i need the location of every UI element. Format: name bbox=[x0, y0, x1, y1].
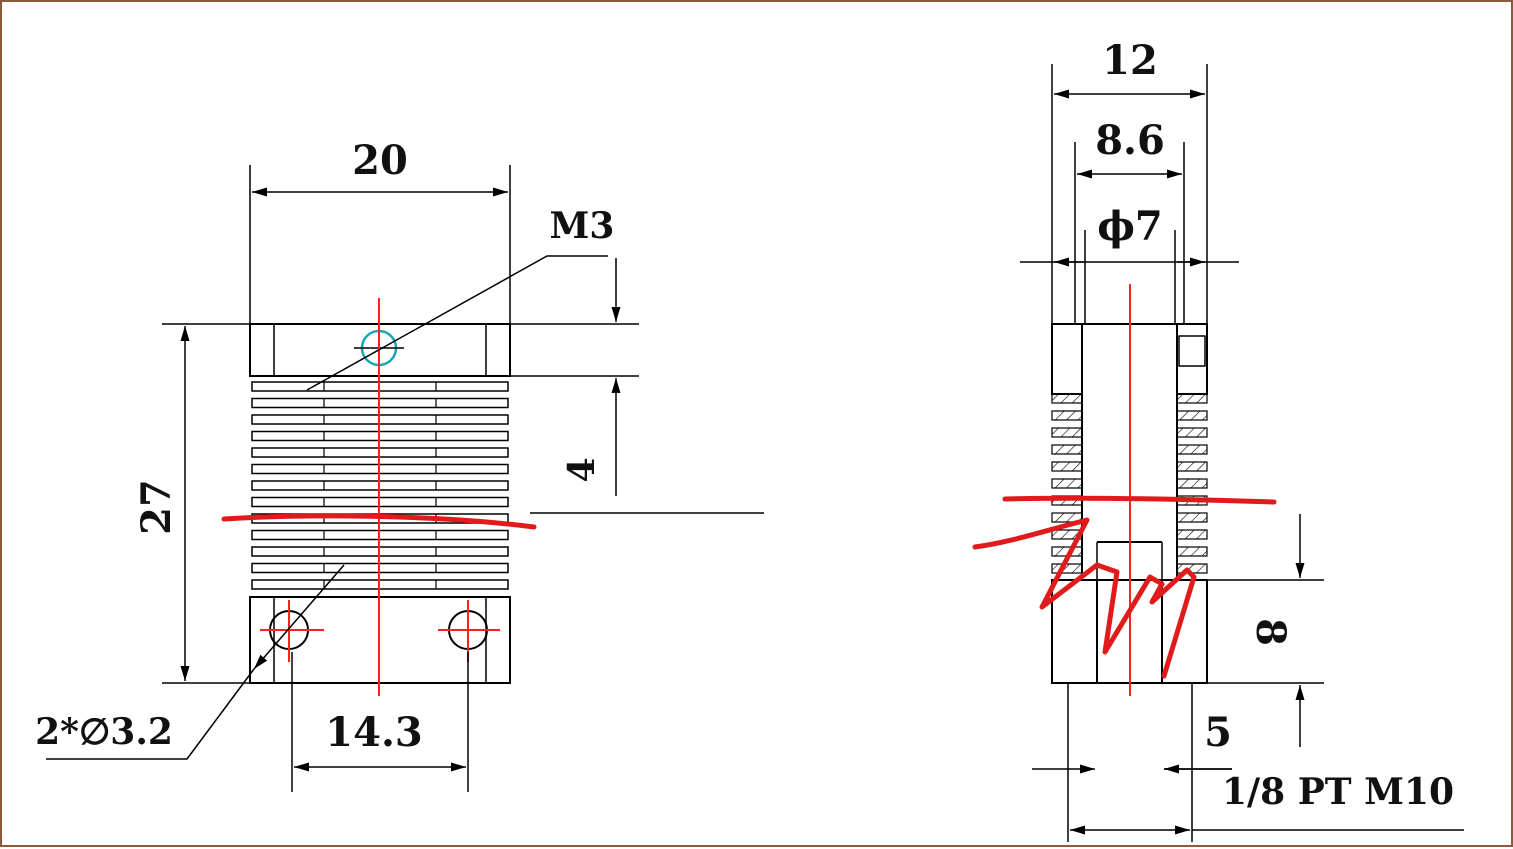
dim-bottom-5: 5 bbox=[1204, 709, 1232, 756]
annotation-cut-line-front bbox=[221, 513, 537, 530]
side-fin bbox=[1176, 478, 1208, 489]
side-view: 12 8.6 ϕ7 8 5 bbox=[972, 37, 1464, 842]
dim-diameter-7: ϕ7 bbox=[1097, 203, 1163, 250]
dim-hole-spacing: 14.3 bbox=[325, 709, 422, 756]
annotation-scribble bbox=[972, 517, 1197, 679]
side-fin bbox=[1051, 427, 1083, 438]
dim-depth-8: 8 bbox=[1247, 618, 1294, 646]
side-fin bbox=[1051, 393, 1083, 404]
dim-outer-12: 12 bbox=[1102, 37, 1158, 84]
dim-bore-8-6: 8.6 bbox=[1095, 117, 1165, 164]
label-thread: 1/8 PT M10 bbox=[1222, 771, 1454, 813]
side-fin bbox=[1051, 444, 1083, 455]
dim-height-27: 27 bbox=[133, 479, 180, 535]
side-fin bbox=[1051, 410, 1083, 421]
side-fin bbox=[1176, 461, 1208, 472]
dim-fin-gap-4: 4 bbox=[561, 457, 603, 482]
side-fin bbox=[1051, 461, 1083, 472]
side-fin bbox=[1176, 444, 1208, 455]
side-fin bbox=[1176, 546, 1208, 557]
label-m3: M3 bbox=[550, 205, 615, 247]
side-fin bbox=[1176, 427, 1208, 438]
side-fin bbox=[1176, 512, 1208, 523]
side-fin bbox=[1051, 563, 1083, 574]
side-fin bbox=[1176, 393, 1208, 404]
side-fin bbox=[1051, 478, 1083, 489]
side-fin bbox=[1176, 410, 1208, 421]
label-holes: 2*∅3.2 bbox=[35, 711, 173, 753]
side-fin bbox=[1176, 529, 1208, 540]
front-view: 20 M3 27 4 2*∅3.2 14.3 bbox=[35, 137, 764, 792]
dim-width-20: 20 bbox=[352, 137, 408, 184]
annotation-cut-line-side bbox=[1002, 495, 1277, 505]
